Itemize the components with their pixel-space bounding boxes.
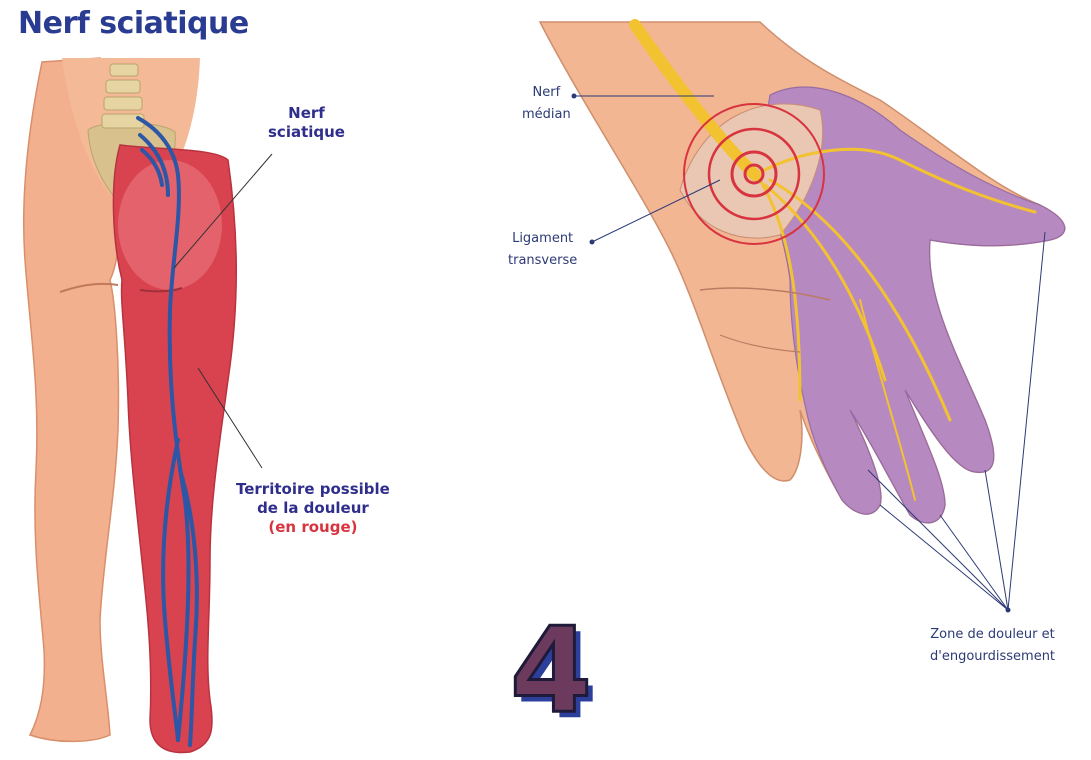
legs-illustration — [24, 58, 272, 753]
buttock — [118, 160, 222, 290]
ligament-label-line2: transverse — [508, 250, 577, 272]
pain-territory-label-line1: Territoire possible — [236, 480, 390, 499]
pain-numbness-zone-label-line2: d'engourdissement — [930, 646, 1055, 668]
sciatic-nerve-label-line2: sciatique — [268, 123, 345, 142]
pain-territory-label: Territoire possible de la douleur (en ro… — [236, 480, 390, 537]
diagram-title: Nerf sciatique — [18, 6, 249, 41]
ligament-label-line1: Ligament — [508, 228, 577, 250]
ligament-label: Ligament transverse — [508, 228, 577, 272]
pain-color-note: (en rouge) — [236, 518, 390, 537]
median-nerve-label-line2: médian — [522, 104, 571, 126]
pain-numbness-zone-label-line1: Zone de douleur et — [930, 624, 1055, 646]
median-nerve-label-line1: Nerf — [522, 82, 571, 104]
pain-territory-label-line2: de la douleur — [236, 499, 390, 518]
sciatic-nerve-label-line1: Nerf — [268, 104, 345, 123]
sciatic-nerve-label: Nerf sciatique — [268, 104, 345, 142]
median-nerve-label: Nerf médian — [522, 82, 571, 126]
figure-number: 4 — [510, 605, 592, 735]
hand-illustration — [540, 22, 1065, 613]
pain-numbness-zone-label: Zone de douleur et d'engourdissement — [930, 624, 1055, 668]
